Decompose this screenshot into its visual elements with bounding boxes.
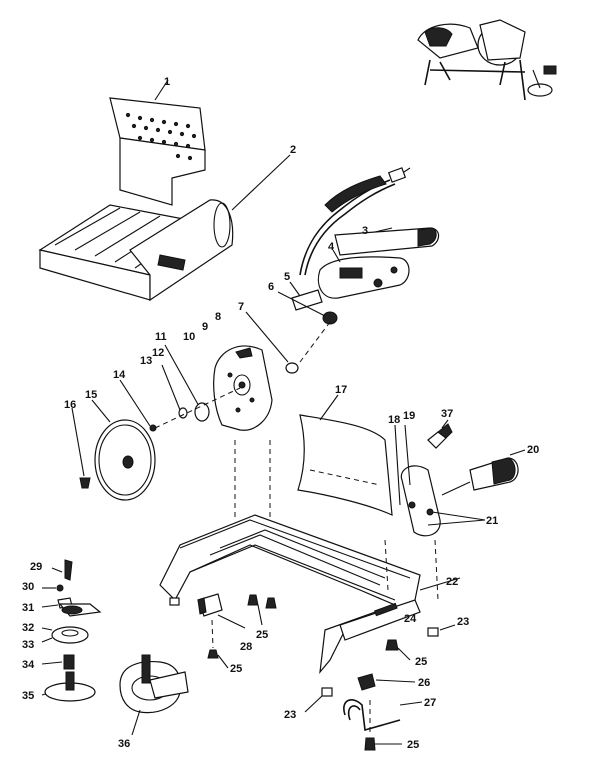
callout-15: 15 bbox=[85, 389, 97, 401]
callout-2: 2 bbox=[290, 144, 296, 156]
part-base-frame bbox=[159, 440, 461, 674]
part-suction-foot-assembly bbox=[41, 559, 102, 702]
callout-labels: 1 2 3 4 5 6 7 8 9 10 11 12 13 14 15 16 1… bbox=[22, 76, 539, 751]
callout-6: 6 bbox=[268, 281, 274, 293]
part-spindle bbox=[119, 344, 241, 432]
part-blade-guard bbox=[213, 345, 273, 431]
callout-7: 7 bbox=[238, 301, 244, 313]
callout-4: 4 bbox=[328, 241, 335, 253]
part-power-cord bbox=[299, 167, 411, 276]
callout-26: 26 bbox=[418, 677, 430, 689]
callout-8: 8 bbox=[215, 311, 221, 323]
callout-9: 9 bbox=[202, 321, 208, 333]
callout-25-secondary: 25 bbox=[230, 663, 242, 675]
callout-25-tertiary: 25 bbox=[415, 656, 427, 668]
callout-30: 30 bbox=[22, 581, 34, 593]
callout-37: 37 bbox=[441, 408, 453, 420]
callout-24: 24 bbox=[404, 613, 417, 625]
callout-12: 12 bbox=[152, 347, 164, 359]
part-large-suction-foot bbox=[119, 654, 189, 736]
part-motor bbox=[289, 249, 410, 311]
callout-34: 34 bbox=[22, 659, 35, 671]
callout-3: 3 bbox=[362, 225, 368, 237]
callout-13: 13 bbox=[140, 355, 152, 367]
callout-35: 35 bbox=[22, 690, 34, 702]
part-fitting bbox=[427, 419, 453, 449]
callout-23-secondary: 23 bbox=[284, 709, 296, 721]
callout-20: 20 bbox=[527, 444, 539, 456]
part-cord-clip bbox=[343, 673, 423, 732]
callout-31: 31 bbox=[22, 602, 34, 614]
part-blade-screw bbox=[71, 407, 91, 489]
part-bracket bbox=[197, 593, 246, 629]
part-cap bbox=[245, 311, 331, 374]
callout-25-quaternary: 25 bbox=[407, 739, 419, 751]
callout-22: 22 bbox=[446, 576, 458, 588]
callout-28: 28 bbox=[240, 641, 252, 653]
part-side-plate bbox=[394, 424, 486, 537]
callout-29: 29 bbox=[30, 561, 42, 573]
callout-11: 11 bbox=[155, 331, 167, 343]
callout-18: 18 bbox=[388, 414, 400, 426]
callout-23: 23 bbox=[457, 616, 469, 628]
part-knob bbox=[277, 291, 338, 325]
part-food-pusher bbox=[109, 79, 206, 206]
callout-14: 14 bbox=[113, 369, 126, 381]
part-feet bbox=[169, 597, 456, 713]
callout-32: 32 bbox=[22, 622, 34, 634]
part-thickness-knob bbox=[441, 449, 526, 496]
callout-33: 33 bbox=[22, 639, 34, 651]
part-handle bbox=[334, 227, 440, 256]
callout-17: 17 bbox=[335, 384, 347, 396]
callout-36: 36 bbox=[118, 738, 130, 750]
callout-1: 1 bbox=[164, 76, 170, 88]
callout-5: 5 bbox=[284, 271, 290, 283]
part-deflector-shield bbox=[297, 394, 393, 516]
callout-16: 16 bbox=[64, 399, 76, 411]
assembled-view-thumbnail bbox=[417, 19, 557, 101]
callout-19: 19 bbox=[403, 410, 415, 422]
part-blade bbox=[91, 399, 156, 501]
callout-10: 10 bbox=[183, 331, 195, 343]
part-food-carriage bbox=[38, 154, 291, 302]
callout-27: 27 bbox=[424, 697, 436, 709]
callout-25: 25 bbox=[256, 629, 268, 641]
callout-21: 21 bbox=[486, 515, 498, 527]
